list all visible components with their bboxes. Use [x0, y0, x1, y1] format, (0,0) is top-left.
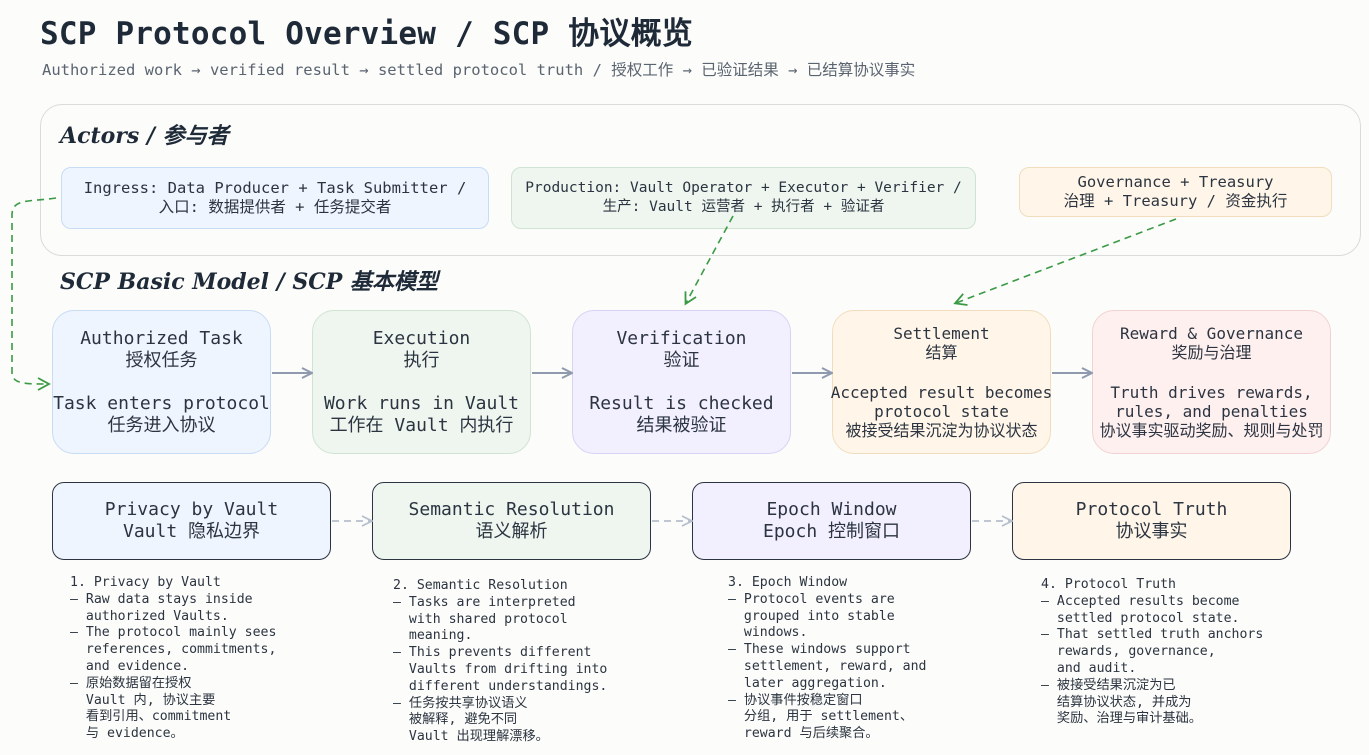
pillar-name-en: Semantic Resolution [408, 499, 615, 520]
stage-desc-en: rules, and penalties [1115, 402, 1308, 421]
diagram-title: SCP Protocol Overview / SCP 协议概览 [40, 16, 693, 52]
actor-production-line2: 生产: Vault 运营者 + 执行者 + 验证者 [602, 199, 885, 215]
pillar-name-en: Protocol Truth [1075, 499, 1228, 520]
actors-section-title: Actors / 参与者 [60, 123, 229, 149]
pillar-notes-truth: 4. Protocol Truth – Accepted results bec… [1041, 577, 1264, 727]
stage-settlement: Settlement 结算 Accepted result becomes pr… [830, 310, 1053, 454]
actor-production-box: Production: Vault Operator + Executor + … [511, 167, 976, 229]
actor-governance-line1: Governance + Treasury [1077, 173, 1274, 191]
actor-production-line1: Production: Vault Operator + Executor + … [525, 180, 962, 196]
stage-name-en: Reward & Governance [1119, 324, 1304, 343]
stage-desc-zh: 被接受结果沉淀为协议状态 [845, 421, 1038, 440]
stage-name-zh: 验证 [663, 349, 700, 371]
actor-ingress-line2: 入口: 数据提供者 + 任务提交者 [158, 198, 392, 216]
stage-name-zh: 奖励与治理 [1171, 343, 1252, 362]
stage-desc-zh: 协议事实驱动奖励、规则与处罚 [1099, 421, 1324, 440]
stage-name-zh: 执行 [403, 349, 440, 371]
stage-desc-en: Work runs in Vault [323, 392, 520, 414]
pillar-notes-privacy: 1. Privacy by Vault – Raw data stays ins… [70, 575, 277, 742]
stage-name-zh: 结算 [925, 343, 958, 362]
stage-desc-en: Task enters protocol [53, 392, 270, 414]
pillar-name-en: Privacy by Vault [104, 499, 279, 520]
actor-governance-box: Governance + Treasury 治理 + Treasury / 资金… [1019, 167, 1332, 217]
stage-name-zh: 授权任务 [125, 349, 198, 371]
stage-reward-governance: Reward & Governance 奖励与治理 Truth drives r… [1092, 310, 1331, 454]
pillar-name-zh: Vault 隐私边界 [122, 521, 261, 542]
stage-desc-zh: 工作在 Vault 内执行 [329, 414, 514, 436]
pillar-name-zh: 语义解析 [475, 521, 548, 542]
stage-name-en: Authorized Task [80, 327, 243, 349]
pillar-name-zh: 协议事实 [1115, 521, 1188, 542]
stage-verification: Verification 验证 Result is checked 结果被验证 [572, 310, 791, 454]
stage-desc-en: protocol state [874, 402, 1009, 421]
diagram-subtitle: Authorized work → verified result → sett… [42, 61, 916, 79]
stage-execution: Execution 执行 Work runs in Vault 工作在 Vaul… [312, 310, 531, 454]
pillar-privacy-by-vault: Privacy by Vault Vault 隐私边界 [52, 482, 331, 560]
stage-desc-zh: 任务进入协议 [107, 414, 216, 436]
stage-desc-en: Accepted result becomes [830, 383, 1053, 402]
stage-name-en: Settlement [893, 324, 990, 343]
pillar-notes-semantic: 2. Semantic Resolution – Tasks are inter… [393, 578, 608, 745]
actor-ingress-box: Ingress: Data Producer + Task Submitter … [61, 167, 489, 229]
actor-ingress-line1: Ingress: Data Producer + Task Submitter … [83, 179, 467, 197]
pillar-semantic-resolution: Semantic Resolution 语义解析 [372, 482, 651, 560]
stage-authorized-task: Authorized Task 授权任务 Task enters protoco… [52, 310, 271, 454]
stage-desc-en: Result is checked [589, 392, 774, 414]
model-section-title: SCP Basic Model / SCP 基本模型 [60, 269, 438, 295]
actor-arrow-production-to-verification [684, 215, 734, 306]
actor-governance-line2: 治理 + Treasury / 资金执行 [1063, 192, 1288, 210]
pillar-name-zh: Epoch 控制窗口 [762, 521, 901, 542]
stage-name-en: Execution [372, 327, 471, 349]
stage-desc-zh: 结果被验证 [636, 414, 727, 436]
actor-arrow-governance-to-settlement [953, 218, 1177, 306]
pillar-epoch-window: Epoch Window Epoch 控制窗口 [692, 482, 971, 560]
actor-arrow-ingress-to-task [11, 197, 57, 391]
pillar-notes-epoch: 3. Epoch Window – Protocol events are gr… [728, 575, 927, 742]
pillar-name-en: Epoch Window [766, 499, 897, 520]
stage-desc-en: Truth drives rewards, [1110, 383, 1313, 402]
stage-name-en: Verification [616, 327, 747, 349]
